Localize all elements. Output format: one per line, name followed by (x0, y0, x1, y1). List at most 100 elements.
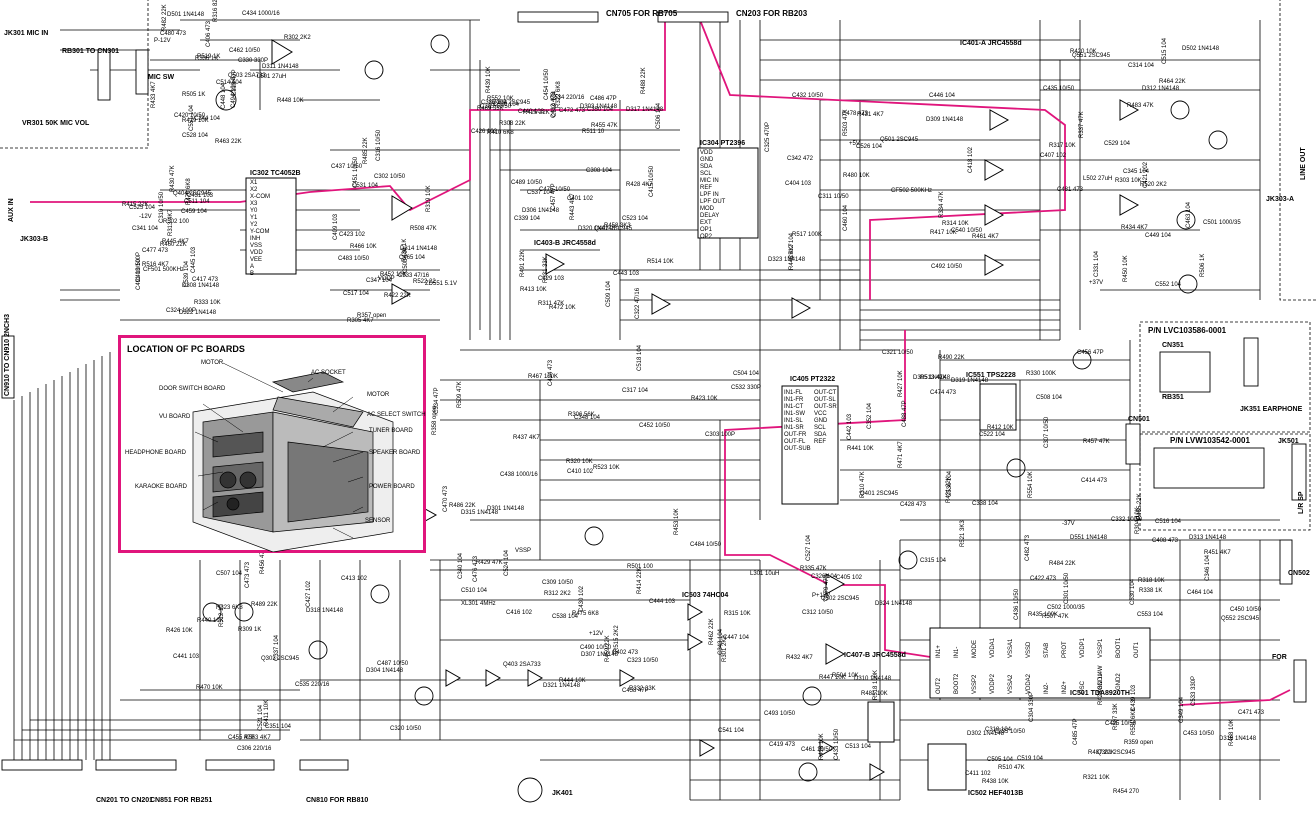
ic405-pin: OUT-FR (784, 432, 807, 438)
pcb-location-inset: LOCATION OF PC BOARDS MOTOR AC SOCKET DO… (118, 335, 426, 553)
diode-designator: D316 1N4148 (1219, 736, 1257, 742)
diode-designator: D301 1N4148 (487, 506, 525, 512)
capacitor-designator: C489 10/50 (511, 180, 543, 186)
resistor-designator: R411 10K (264, 699, 270, 726)
ic302-label: IC302 TC4052B (250, 170, 301, 177)
resistor-designator: R305 4K7 (347, 318, 374, 324)
capacitor-designator: C416 102 (506, 610, 533, 616)
pcb-label-karaoke: KARAOKE BOARD (135, 484, 188, 490)
capacitor-designator: C344 104 (194, 116, 221, 122)
capacitor-designator: C480 473 (160, 31, 187, 37)
resistor-designator: R357 open (357, 313, 387, 319)
diode-designator: D323 1N4148 (768, 257, 806, 263)
resistor-designator: R521 3K3 (960, 520, 966, 547)
capacitor-designator: C517 104 (343, 291, 370, 297)
capacitor-designator: C471 473 (1238, 710, 1265, 716)
capacitor-designator: C305 10/50 (480, 104, 512, 110)
capacitor-designator: C429 103 (538, 276, 565, 282)
ic405-pin: OUT-SL (814, 397, 836, 403)
transistor-designator: Q503 2SA733 (228, 73, 266, 79)
diode-designator: D502 1N4148 (1182, 46, 1220, 52)
diode-designator: D306 1N4148 (522, 208, 560, 214)
ic405-pin: OUT-SR (814, 404, 837, 410)
resistor-designator: R454 270 (1113, 789, 1140, 795)
resistor-designator: R452 10K (380, 272, 407, 278)
ic304-pin: GND (700, 157, 714, 163)
resistor-designator: R486 22K (449, 503, 476, 509)
resistor-designator: R335 47K (800, 566, 827, 572)
capacitor-designator: C513 104 (845, 744, 872, 750)
resistor-designator: R334 47K (939, 191, 945, 218)
resistor-designator: R444 10K (559, 678, 586, 684)
ic304-pin: OP1 (700, 227, 713, 233)
ic302-pin: B (250, 271, 255, 277)
capacitor-designator: C345 104 (1123, 169, 1150, 175)
capacitor-designator: C304 330P (1029, 691, 1035, 722)
resistor-designator: R481 10K (861, 691, 888, 697)
capacitor-designator: C301 10/50 (1064, 572, 1070, 604)
capacitor-designator: C486 47P (590, 96, 617, 102)
jk301-label: JK301 MIC IN (4, 30, 49, 37)
capacitor-designator: C310 10/50 (159, 191, 165, 223)
diode-designator: D320 1N4148 (578, 226, 616, 232)
capacitor-designator: C508 104 (1036, 395, 1063, 401)
capacitor-designator: C426 102 (471, 129, 498, 135)
resistor-designator: R469 33K (477, 106, 504, 112)
capacitor-designator: C464 104 (1187, 590, 1214, 596)
capacitor-designator: C440 103 (518, 109, 545, 115)
resistor-designator: R522 22 (413, 279, 436, 285)
capacitor-designator: C446 104 (929, 93, 956, 99)
resistor-designator: R424 8Ω 1/4W (1098, 665, 1104, 705)
capacitor-designator: C306 220/16 (237, 746, 272, 752)
capacitor-designator: C336 104 (481, 100, 508, 106)
capacitor-designator: C427 102 (306, 580, 312, 607)
capacitor-designator: C326 104 (811, 574, 838, 580)
resistor-designator: R426 10K (166, 628, 193, 634)
resistor-designator: R489 22K (251, 602, 278, 608)
capacitor-designator: C458 47P (622, 688, 649, 694)
pcb-label-headphone: HEADPHONE BOARD (125, 450, 187, 456)
ic304-pin: DELAY (700, 213, 720, 219)
resistor-designator: R332 33K (629, 686, 656, 692)
ic302-pin: X1 (250, 180, 258, 186)
crystal-designator: CF502 500KHz (891, 188, 933, 194)
capacitor-designator: C425 10/50 (1105, 721, 1137, 727)
capacitor-designator: C334 47P (434, 387, 440, 414)
capacitor-designator: C401 102 (567, 196, 594, 202)
diode-designator: D315 1N4148 (461, 510, 499, 516)
capacitor-designator: C478 473 (842, 111, 869, 117)
capacitor-designator: C473 473 (245, 561, 251, 588)
resistor-designator: R484 22K (1049, 561, 1076, 567)
resistor-designator: R460 22K (160, 242, 187, 248)
capacitor-designator: C529 104 (1104, 141, 1131, 147)
capacitor-designator: C470 473 (443, 485, 449, 512)
resistor-designator: R438 10K (982, 779, 1009, 785)
ic405-pin: IN1-CT (784, 404, 804, 410)
capacitor-designator: C507 104 (216, 571, 243, 577)
transistor-designator: Q401 2SC945 (860, 491, 899, 497)
capacitor-designator: C463 104 (1186, 201, 1192, 228)
resistor-designator: R320 10K (566, 459, 593, 465)
earphone-jack: JK351 EARPHONE (1240, 406, 1303, 413)
ic405-pin: IN1-SW (784, 411, 805, 417)
voltage-designator: +12V (589, 631, 604, 637)
ic302-pin: Y-COM (250, 229, 270, 235)
resistor-designator: R512 10 (219, 604, 225, 627)
capacitor-designator: C432 10/50 (792, 93, 824, 99)
resistor-designator: R487 22K (1088, 750, 1115, 756)
resistor-designator: R461 4K7 (972, 234, 999, 240)
mic-vol-label: VR301 50K MIC VOL (22, 120, 90, 127)
capacitor-designator: C340 104 (458, 552, 464, 579)
resistor-designator: R554 10K (1028, 471, 1034, 498)
capacitor-designator: C481 473 (1057, 187, 1084, 193)
capacitor-designator: C342 472 (787, 156, 814, 162)
ic302-pin: VDD (250, 250, 263, 256)
resistor-designator: R505 1K (182, 92, 206, 98)
capacitor-designator: C461 10/50 (801, 747, 833, 753)
capacitor-designator: C537 104 (527, 190, 554, 196)
resistor-designator: R323 6K8 (216, 605, 243, 611)
diode-designator: D308 1N4148 (182, 283, 220, 289)
resistor-designator: R475 6K8 (572, 611, 599, 617)
resistor-designator: R502 100 (163, 219, 190, 225)
